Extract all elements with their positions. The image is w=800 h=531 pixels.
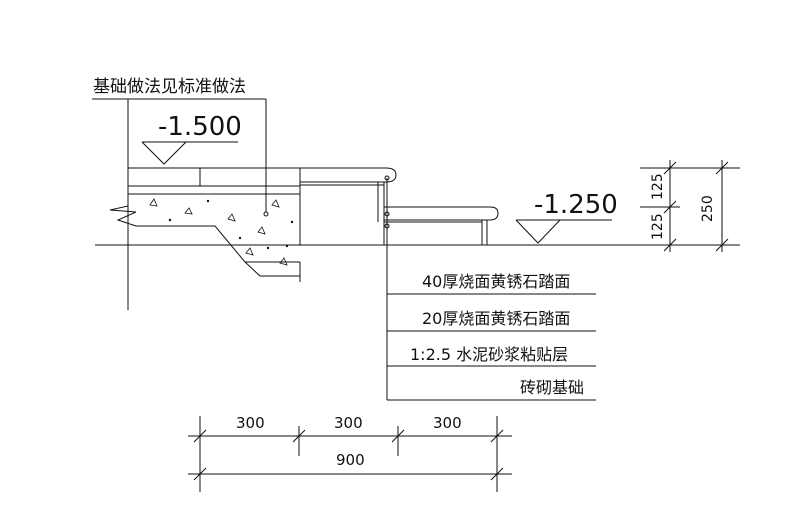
hdim-segment-3: 300: [433, 414, 462, 432]
layer-label-3: 1:2.5 水泥砂浆粘贴层: [410, 345, 568, 364]
aggregate-dot: [206, 199, 210, 203]
elevation-marker-left: -1.500: [141, 112, 242, 165]
note-leader-dot: [263, 211, 269, 217]
foundation-note: 基础做法见标准做法: [92, 77, 269, 217]
brick-course-top: [127, 167, 301, 187]
hdim-tick: [292, 429, 306, 443]
foundation-note-text: 基础做法见标准做法: [93, 77, 246, 97]
vdim-tick: [663, 200, 677, 214]
hdim-tick: [193, 467, 207, 481]
horizontal-dimensions: 300 300 300 900: [188, 414, 512, 492]
aggregate-mark: [279, 257, 288, 266]
vdim-upper-label: 125: [650, 173, 666, 200]
hdim-tick: [193, 429, 207, 443]
vdim-tick: [715, 161, 729, 175]
lower-tread: [384, 206, 499, 245]
aggregate-mark: [184, 207, 193, 215]
vdim-tick: [715, 238, 729, 252]
hdim-tick: [490, 429, 504, 443]
break-line-top: [109, 194, 129, 211]
concrete-footing: [109, 194, 300, 277]
aggregate-dot: [168, 218, 172, 222]
layer-label-2: 20厚烧面黄锈石踏面: [422, 309, 570, 328]
elevation-marker-right: -1.250: [515, 190, 618, 244]
hdim-segment-2: 300: [334, 414, 363, 432]
hdim-tick: [391, 429, 405, 443]
lower-brick-block: [383, 221, 483, 246]
footing-bottom-outline: [136, 225, 300, 263]
vdim-total-label: 250: [700, 195, 716, 222]
elevation-right-triangle: [515, 219, 561, 244]
elevation-left-text: -1.500: [158, 112, 242, 142]
aggregate-mark: [227, 213, 236, 222]
aggregate-mark: [149, 198, 158, 207]
hdim-tick: [490, 467, 504, 481]
hatched-brick-block: [299, 184, 385, 246]
lower-tread-outline: [384, 206, 499, 221]
aggregate-mark: [271, 199, 280, 208]
aggregate-dot: [290, 220, 294, 224]
layer-label-1: 40厚烧面黄锈石踏面: [422, 272, 570, 291]
vdim-lower-label: 125: [650, 213, 666, 240]
vdim-tick: [663, 238, 677, 252]
aggregate-dot: [266, 246, 270, 250]
footing-base-outline: [244, 261, 300, 277]
aggregate-mark: [257, 226, 266, 235]
elevation-right-text: -1.250: [534, 190, 618, 220]
vdim-tick: [663, 161, 677, 175]
break-line: [109, 209, 137, 227]
elevation-left-triangle: [141, 141, 187, 165]
brick-foundation: [299, 184, 483, 282]
hdim-segment-1: 300: [236, 414, 265, 432]
hdim-total: 900: [336, 451, 365, 469]
upper-tread: [300, 167, 397, 222]
vertical-dimensions: 125 125 250: [640, 160, 740, 252]
layer-callout: 40厚烧面黄锈石踏面 20厚烧面黄锈石踏面 1:2.5 水泥砂浆粘贴层 砖砌基础: [386, 178, 596, 401]
aggregate-mark: [245, 247, 254, 256]
layer-label-4: 砖砌基础: [520, 378, 584, 397]
upper-tread-outline: [300, 167, 397, 183]
aggregate-marks: [149, 198, 294, 266]
aggregate-dot: [238, 236, 242, 240]
